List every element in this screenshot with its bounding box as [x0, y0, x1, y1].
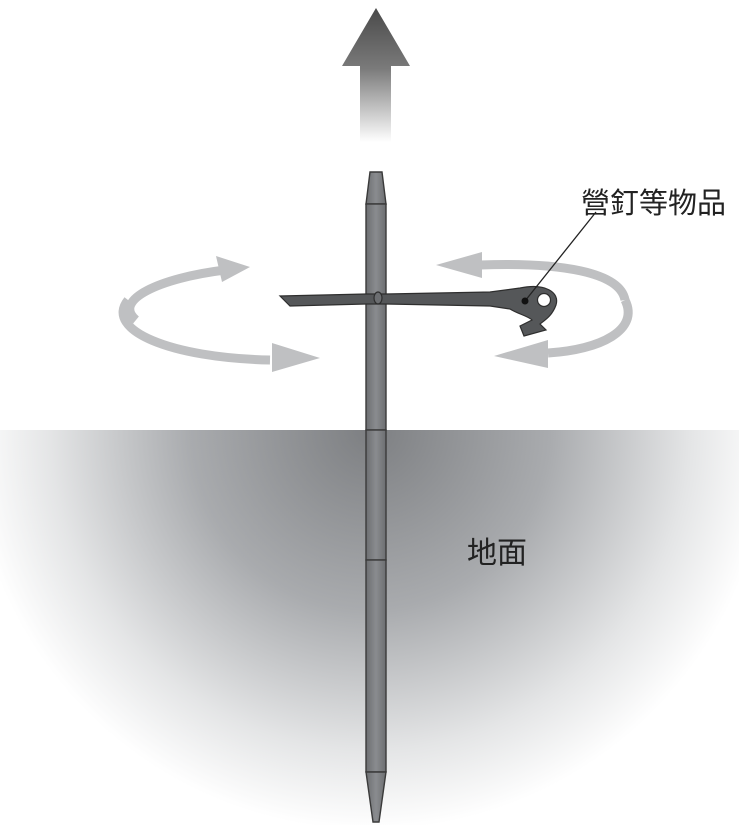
leader-dot [521, 297, 529, 305]
rotation-arrowhead-lower-right [494, 340, 548, 368]
leader-line [524, 211, 597, 302]
tent-stake-icon [278, 286, 558, 337]
rotation-arrowhead-lower-left [272, 343, 320, 372]
rod-segment-2 [365, 429, 387, 561]
rotation-arrow-upper-right [479, 260, 630, 302]
tent-stake-hole [536, 292, 552, 308]
stake-items-label: 營釘等物品 [581, 186, 727, 220]
rotation-arrow-lower-left [118, 297, 271, 365]
rotation-arrows-icon [118, 252, 633, 372]
stake-rod-junction [373, 291, 383, 305]
rotation-arrowhead-upper-left [216, 256, 250, 282]
rotation-arrow-lower-right [547, 297, 633, 358]
rotation-arrow-upper-left [125, 265, 226, 324]
extraction-rod [365, 171, 387, 823]
ground-label: 地面 [467, 536, 527, 571]
rod-segment-1 [365, 203, 387, 431]
rod-bottom-tip [365, 771, 387, 823]
rod-top-tip [365, 171, 387, 205]
rod-segment-3 [365, 559, 387, 773]
rotation-arrowhead-upper-right [436, 252, 482, 278]
arrow-up-icon [342, 8, 410, 142]
